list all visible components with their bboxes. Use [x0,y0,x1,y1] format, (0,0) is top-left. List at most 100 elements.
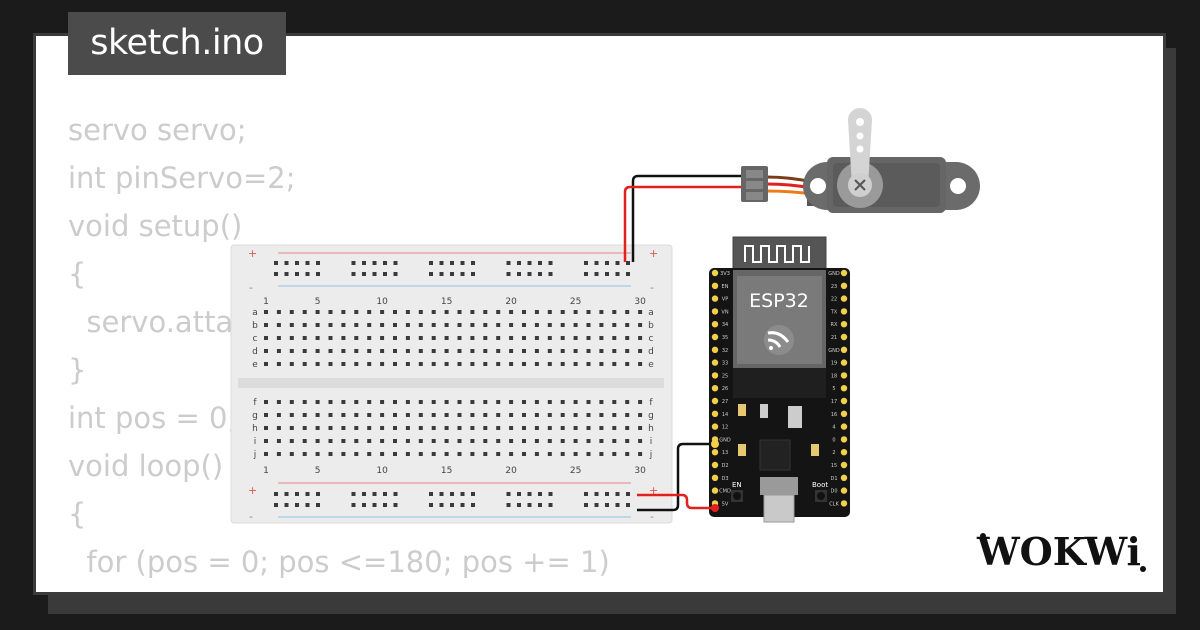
row-letter: a [252,308,258,318]
row-letter: c [649,334,654,344]
header-pin [711,282,719,289]
header-pin [711,333,719,341]
column-number: 30 [634,466,646,476]
column-number: 25 [570,297,581,307]
pin-label: 25 [722,373,728,379]
row-letter: f [649,398,653,408]
row-letter: j [253,450,257,460]
row-letter: d [252,347,258,357]
pin-label: 5 [832,386,835,392]
wokwi-logo: WOKWi [976,529,1146,574]
header-pin [840,500,848,507]
esp32-pin-headers: 3V3ENVPVN343532332526271412GND13D2D3CMD5… [711,269,848,507]
wire-black-servo [631,174,741,262]
code-line: { [68,257,87,291]
header-pin [840,308,848,315]
pin-label: D1 [830,476,837,482]
servo-motor[interactable] [741,108,980,213]
rail-plus-tr: + [649,247,658,260]
en-button-label: EN [732,481,742,489]
header-pin [840,397,848,405]
pin-label: 3V3 [720,271,730,277]
row-letter: b [648,321,654,331]
row-letter: a [648,308,654,318]
header-pin [840,385,848,392]
header-pin [840,487,848,494]
column-number: 30 [634,297,646,307]
pin-label: 33 [722,361,728,367]
header-pin [711,372,719,379]
rail-minus-br: - [650,510,654,523]
rail-minus-tl: - [249,281,253,294]
pin-label: VP [722,297,728,303]
pin-label: 27 [722,399,728,405]
pin-label: 16 [831,412,837,418]
pin-label: 19 [831,361,837,367]
row-letter: g [648,411,654,421]
rail-plus-br: + [649,484,658,497]
esp32-chip-label: ESP32 [749,290,809,312]
header-pin [711,308,719,315]
wires[interactable] [623,174,741,512]
pin-label: 32 [722,348,728,354]
column-number: 10 [376,466,388,476]
pin-label: 14 [722,412,728,418]
header-pin [840,372,848,379]
pin-label: 35 [722,335,728,341]
header-pin [711,449,719,456]
pin-label: TX [830,309,838,315]
code-line: int pos = 0; [68,401,238,435]
header-pin [840,461,848,469]
pin-label: 18 [831,373,837,379]
header-pin [711,385,719,392]
wire-red-5v [637,493,715,510]
header-pin [840,359,848,366]
row-letter: i [254,437,257,447]
column-number: 20 [505,297,517,307]
code-line: void loop() [68,449,224,483]
header-pin [840,295,848,302]
rail-minus-tr: - [650,281,654,294]
pin-label: 2 [832,450,835,456]
column-number: 20 [505,466,517,476]
header-pin [840,410,848,417]
pin-label: 4 [832,425,835,431]
header-pin [711,295,719,302]
header-pin [840,423,848,430]
column-number: 5 [315,466,321,476]
column-number: 15 [441,466,452,476]
header-pin [840,346,848,353]
header-pin [711,269,719,277]
code-line: servo servo; [68,113,247,147]
pin-label: CMD [719,489,731,495]
header-pin [840,282,848,289]
row-letter: b [252,321,258,331]
header-pin [711,461,719,469]
code-line: void setup() [68,209,243,243]
column-number: 1 [263,466,269,476]
pin-label: 23 [831,284,837,290]
pin-label: 21 [831,335,837,341]
column-number: 1 [263,297,269,307]
header-pin [840,474,848,481]
wire-black-gnd [637,442,715,512]
row-letter: i [650,437,653,447]
header-pin [840,436,848,443]
pin-label: EN [722,284,729,290]
pin-label: 0 [832,437,835,443]
file-tab[interactable]: sketch.ino [68,12,286,75]
esp32-board[interactable]: ESP32 EN Boot 3V3ENVPVN34353233252627141… [709,236,850,523]
header-pin [711,359,719,366]
column-number: 25 [570,466,581,476]
header-pin [711,474,719,481]
column-number: 5 [315,297,321,307]
header-pin [711,397,719,405]
pin-label: 34 [722,322,728,328]
row-letter: g [252,411,258,421]
row-letter: f [253,398,257,408]
code-line: } [68,353,87,387]
header-pin [711,321,719,328]
